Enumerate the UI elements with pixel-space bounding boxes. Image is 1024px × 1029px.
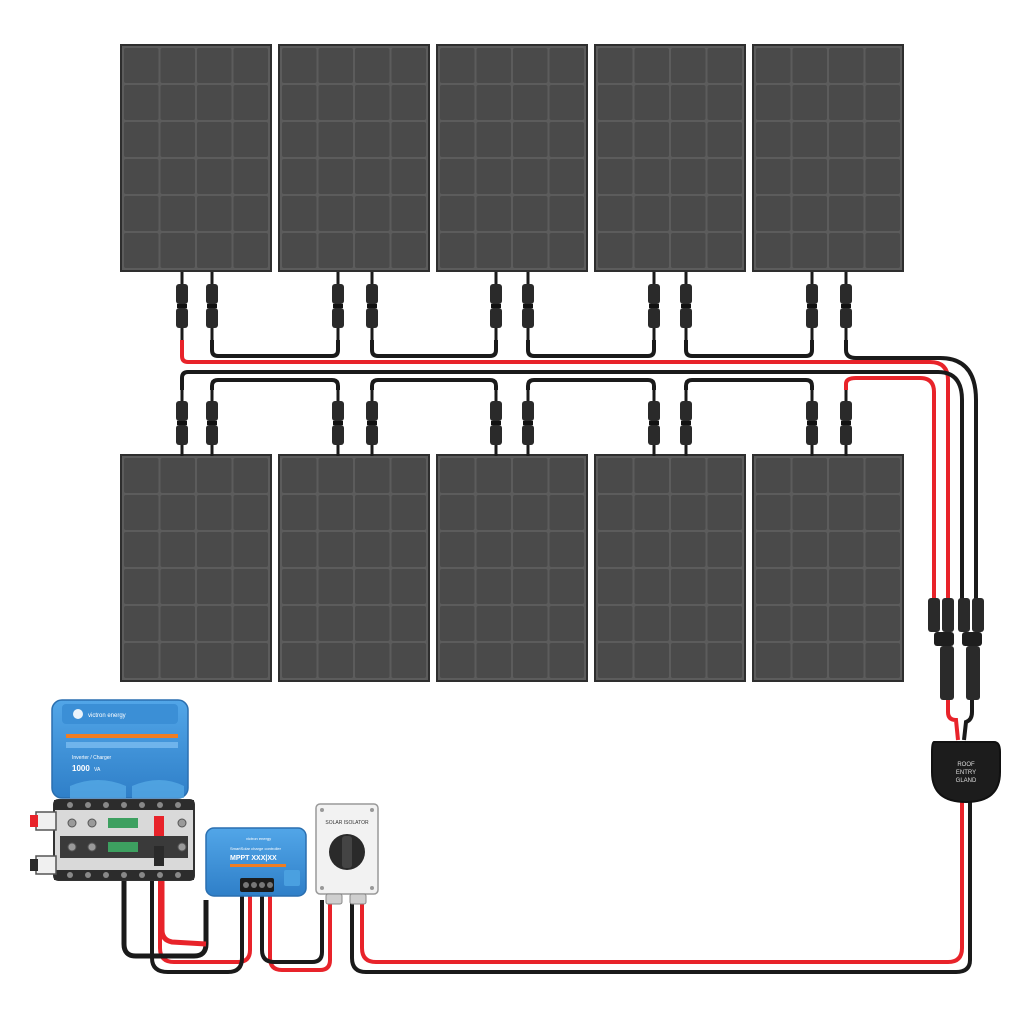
bottom-jumper-4 xyxy=(684,378,814,390)
bottom-solar-panel-4 xyxy=(594,454,746,682)
gland-negative-to-isolator xyxy=(350,800,972,974)
top-jumper-1 xyxy=(210,340,340,358)
gland-label-line2: ENTRY xyxy=(956,770,976,776)
inverter-charger: victron energy Inverter / Charger 1000 V… xyxy=(51,699,189,799)
bottom-panel-3-connector-a xyxy=(490,390,502,456)
inverter-power-unit: VA xyxy=(94,767,101,773)
bottom-panel-5-connector-b xyxy=(840,390,852,456)
top-panel-row xyxy=(120,44,904,272)
y-branch-negative xyxy=(958,598,984,700)
gland-positive-to-isolator xyxy=(360,800,964,964)
isolator-label: SOLAR ISOLATOR xyxy=(325,820,369,826)
y-branch-positive xyxy=(928,598,954,700)
top-panel-1-connector-b xyxy=(206,272,218,340)
bottom-solar-panel-5 xyxy=(752,454,904,682)
bottom-solar-panel-2 xyxy=(278,454,430,682)
top-string-negative-cable xyxy=(844,340,978,600)
mppt-product-line: SmartSolar charge controller xyxy=(230,846,282,851)
combined-negative-to-gland xyxy=(962,700,974,741)
bottom-jumper-3 xyxy=(526,378,656,390)
top-panel-4-connector-a xyxy=(648,272,660,340)
gland-label-line1: ROOF xyxy=(957,762,975,768)
bottom-panel-1-connector-b xyxy=(206,390,218,456)
top-panel-5-connector-a xyxy=(806,272,818,340)
inverter-positive-cable xyxy=(159,860,207,947)
top-panel-2-connector-b xyxy=(366,272,378,340)
battery-busbar-unit xyxy=(30,799,195,881)
mppt-model: MPPT XXX|XX xyxy=(230,855,277,862)
mppt-charge-controller: victron energy SmartSolar charge control… xyxy=(205,827,307,897)
top-panel-5-connector-b xyxy=(840,272,852,340)
bottom-jumper-1 xyxy=(210,378,340,390)
bottom-panel-4-connector-b xyxy=(680,390,692,456)
bottom-string-positive-cable xyxy=(844,376,936,600)
bottom-panel-3-connector-b xyxy=(522,390,534,456)
top-jumper-2 xyxy=(370,340,498,358)
busbar-bolts xyxy=(67,802,187,878)
top-panel-3-connector-a xyxy=(490,272,502,340)
top-solar-panel-5 xyxy=(752,44,904,272)
inverter-power-value: 1000 xyxy=(72,764,90,773)
inverter-negative-cable xyxy=(121,880,209,959)
bottom-panel-1-connector-a xyxy=(176,390,188,456)
bottom-panel-4-connector-a xyxy=(648,390,660,456)
mppt-brand: victron energy xyxy=(246,836,271,841)
top-jumper-3 xyxy=(526,340,656,358)
top-solar-panel-3 xyxy=(436,44,588,272)
roof-entry-gland: ROOF ENTRY GLAND xyxy=(931,741,1001,804)
bottom-panel-2-connector-b xyxy=(366,390,378,456)
top-solar-panel-4 xyxy=(594,44,746,272)
mppt-negative-to-battery xyxy=(150,880,244,974)
top-panel-4-connector-b xyxy=(680,272,692,340)
bottom-panel-row xyxy=(120,454,904,682)
isolator-negative-to-mppt xyxy=(260,895,324,964)
bottom-solar-panel-3 xyxy=(436,454,588,682)
bottom-panel-5-connector-a xyxy=(806,390,818,456)
solar-isolator: SOLAR ISOLATOR xyxy=(315,803,379,905)
gland-label-line3: GLAND xyxy=(956,778,977,784)
inverter-model-label: Inverter / Charger xyxy=(72,755,112,761)
top-solar-panel-1 xyxy=(120,44,272,272)
combined-positive-to-gland xyxy=(946,700,960,741)
top-solar-panel-2 xyxy=(278,44,430,272)
mc4-connector-layer xyxy=(176,272,852,456)
bottom-jumper-2 xyxy=(370,378,498,390)
top-jumper-4 xyxy=(684,340,814,358)
inverter-brand: victron energy xyxy=(88,713,126,719)
victron-logo-icon xyxy=(73,709,83,719)
cable-layer xyxy=(121,340,978,974)
top-panel-1-connector-a xyxy=(176,272,188,340)
top-panel-2-connector-a xyxy=(332,272,344,340)
top-panel-3-connector-b xyxy=(522,272,534,340)
bottom-string-negative-cable xyxy=(180,370,964,600)
bottom-panel-2-connector-a xyxy=(332,390,344,456)
bottom-solar-panel-1 xyxy=(120,454,272,682)
